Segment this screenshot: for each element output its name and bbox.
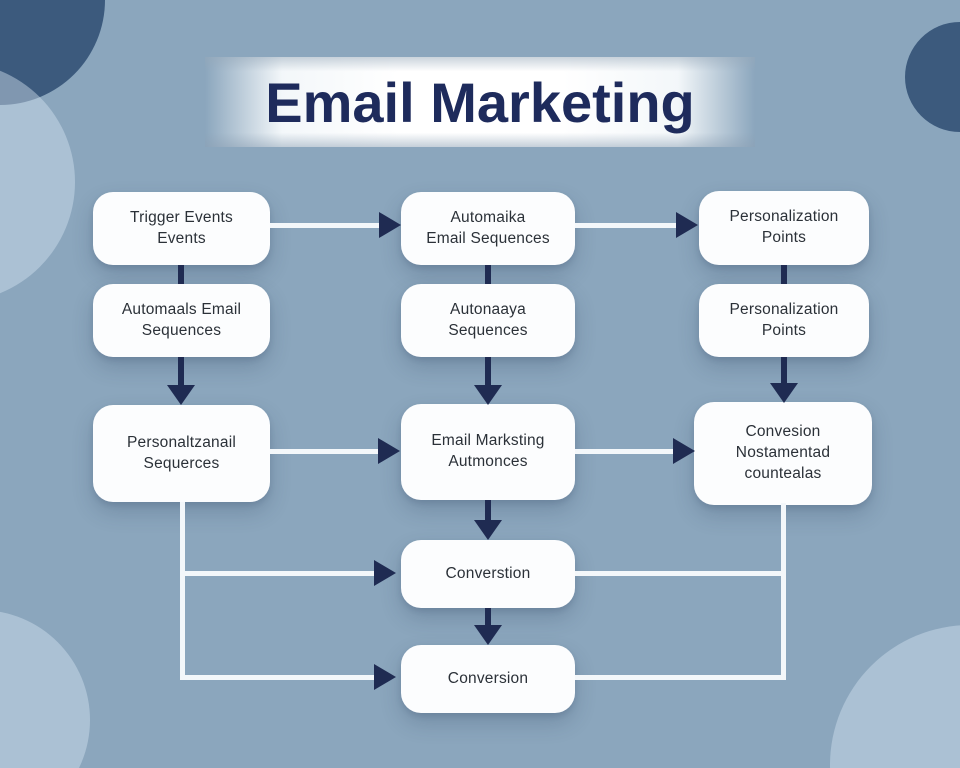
node-label: Personalization Points — [729, 300, 839, 339]
node-autonaaya-sequences: Autonaaya Sequences — [401, 284, 575, 357]
connector-stem-c2-r2-r3 — [485, 357, 491, 386]
connector-stem-c3-r2-r3 — [781, 357, 787, 384]
node-conversion: Conversion — [401, 645, 575, 713]
arrowhead-r3-mid-right-icon — [673, 438, 695, 464]
node-personalization-points-1: Personalization Points — [699, 191, 869, 265]
connector-stem-c1-r2-r3 — [178, 357, 184, 386]
connector-stem-c1-r1-r2 — [178, 265, 184, 284]
decorative-circle-left-light — [0, 62, 75, 302]
connector-stem-c2-r1-r2 — [485, 265, 491, 284]
connector-line-r1-left-mid — [270, 223, 380, 228]
node-automaika-email-sequences: Automaika Email Sequences — [401, 192, 575, 265]
node-label: Automaika Email Sequences — [426, 208, 550, 247]
connector-elbow-right-branch-conversion — [575, 675, 786, 680]
node-label: Conversion — [447, 669, 529, 687]
connector-line-r3-left-mid — [270, 449, 380, 454]
node-label: Email Marksting Autmonces — [431, 432, 545, 470]
connector-elbow-left-branch-converstion — [180, 571, 376, 576]
arrowhead-r1-left-mid-icon — [379, 212, 401, 238]
decorative-circle-top-right-dark — [905, 22, 960, 132]
node-label: Trigger Events Events — [129, 208, 233, 247]
arrowhead-r1-mid-right-icon — [676, 212, 698, 238]
arrowhead-c2-r4-r5-icon — [474, 625, 502, 645]
connector-elbow-left-vertical — [180, 502, 185, 679]
arrowhead-left-converstion-icon — [374, 560, 396, 586]
node-label: Automaals Email Sequences — [121, 300, 242, 339]
connector-stem-c2-r4-r5 — [485, 608, 491, 626]
arrowhead-c2-r3-r4-icon — [474, 520, 502, 540]
node-automaals-email-sequences: Automaals Email Sequences — [93, 284, 270, 357]
node-label: Personalization Points — [729, 208, 839, 246]
arrowhead-left-conversion-icon — [374, 664, 396, 690]
connector-line-r1-mid-right — [575, 223, 677, 228]
arrowhead-r3-left-mid-icon — [378, 438, 400, 464]
node-label: Converstion — [445, 564, 531, 582]
connector-line-r3-mid-right — [575, 449, 675, 454]
decorative-circle-bottom-left-light — [0, 610, 90, 768]
node-email-marksting-autmonces: Email Marksting Autmonces — [401, 404, 575, 500]
connector-stem-c2-r3-r4 — [485, 500, 491, 521]
connector-elbow-right-branch-converstion — [575, 571, 786, 576]
node-converstion: Converstion — [401, 540, 575, 608]
node-personalization-points-2: Personalization Points — [699, 284, 869, 357]
arrowhead-c1-r2-r3-icon — [167, 385, 195, 405]
node-convesion-nostamentad: Convesion Nostamentad countealas — [694, 402, 872, 505]
arrowhead-c2-r2-r3-icon — [474, 385, 502, 405]
arrowhead-c3-r2-r3-icon — [770, 383, 798, 403]
connector-elbow-right-vertical — [781, 503, 786, 680]
node-label: Convesion Nostamentad countealas — [735, 423, 831, 482]
title-banner: Email Marketing — [205, 57, 755, 147]
page-title: Email Marketing — [265, 70, 695, 134]
node-trigger-events: Trigger Events Events — [93, 192, 270, 265]
connector-elbow-left-branch-conversion — [180, 675, 376, 680]
decorative-circle-bottom-right-light — [830, 625, 960, 768]
node-label: Autonaaya Sequences — [448, 300, 528, 339]
node-label: Personaltzanail Sequerces — [127, 433, 236, 472]
node-personaltzanail-sequerces: Personaltzanail Sequerces — [93, 405, 270, 502]
connector-stem-c3-r1-r2 — [781, 265, 787, 284]
